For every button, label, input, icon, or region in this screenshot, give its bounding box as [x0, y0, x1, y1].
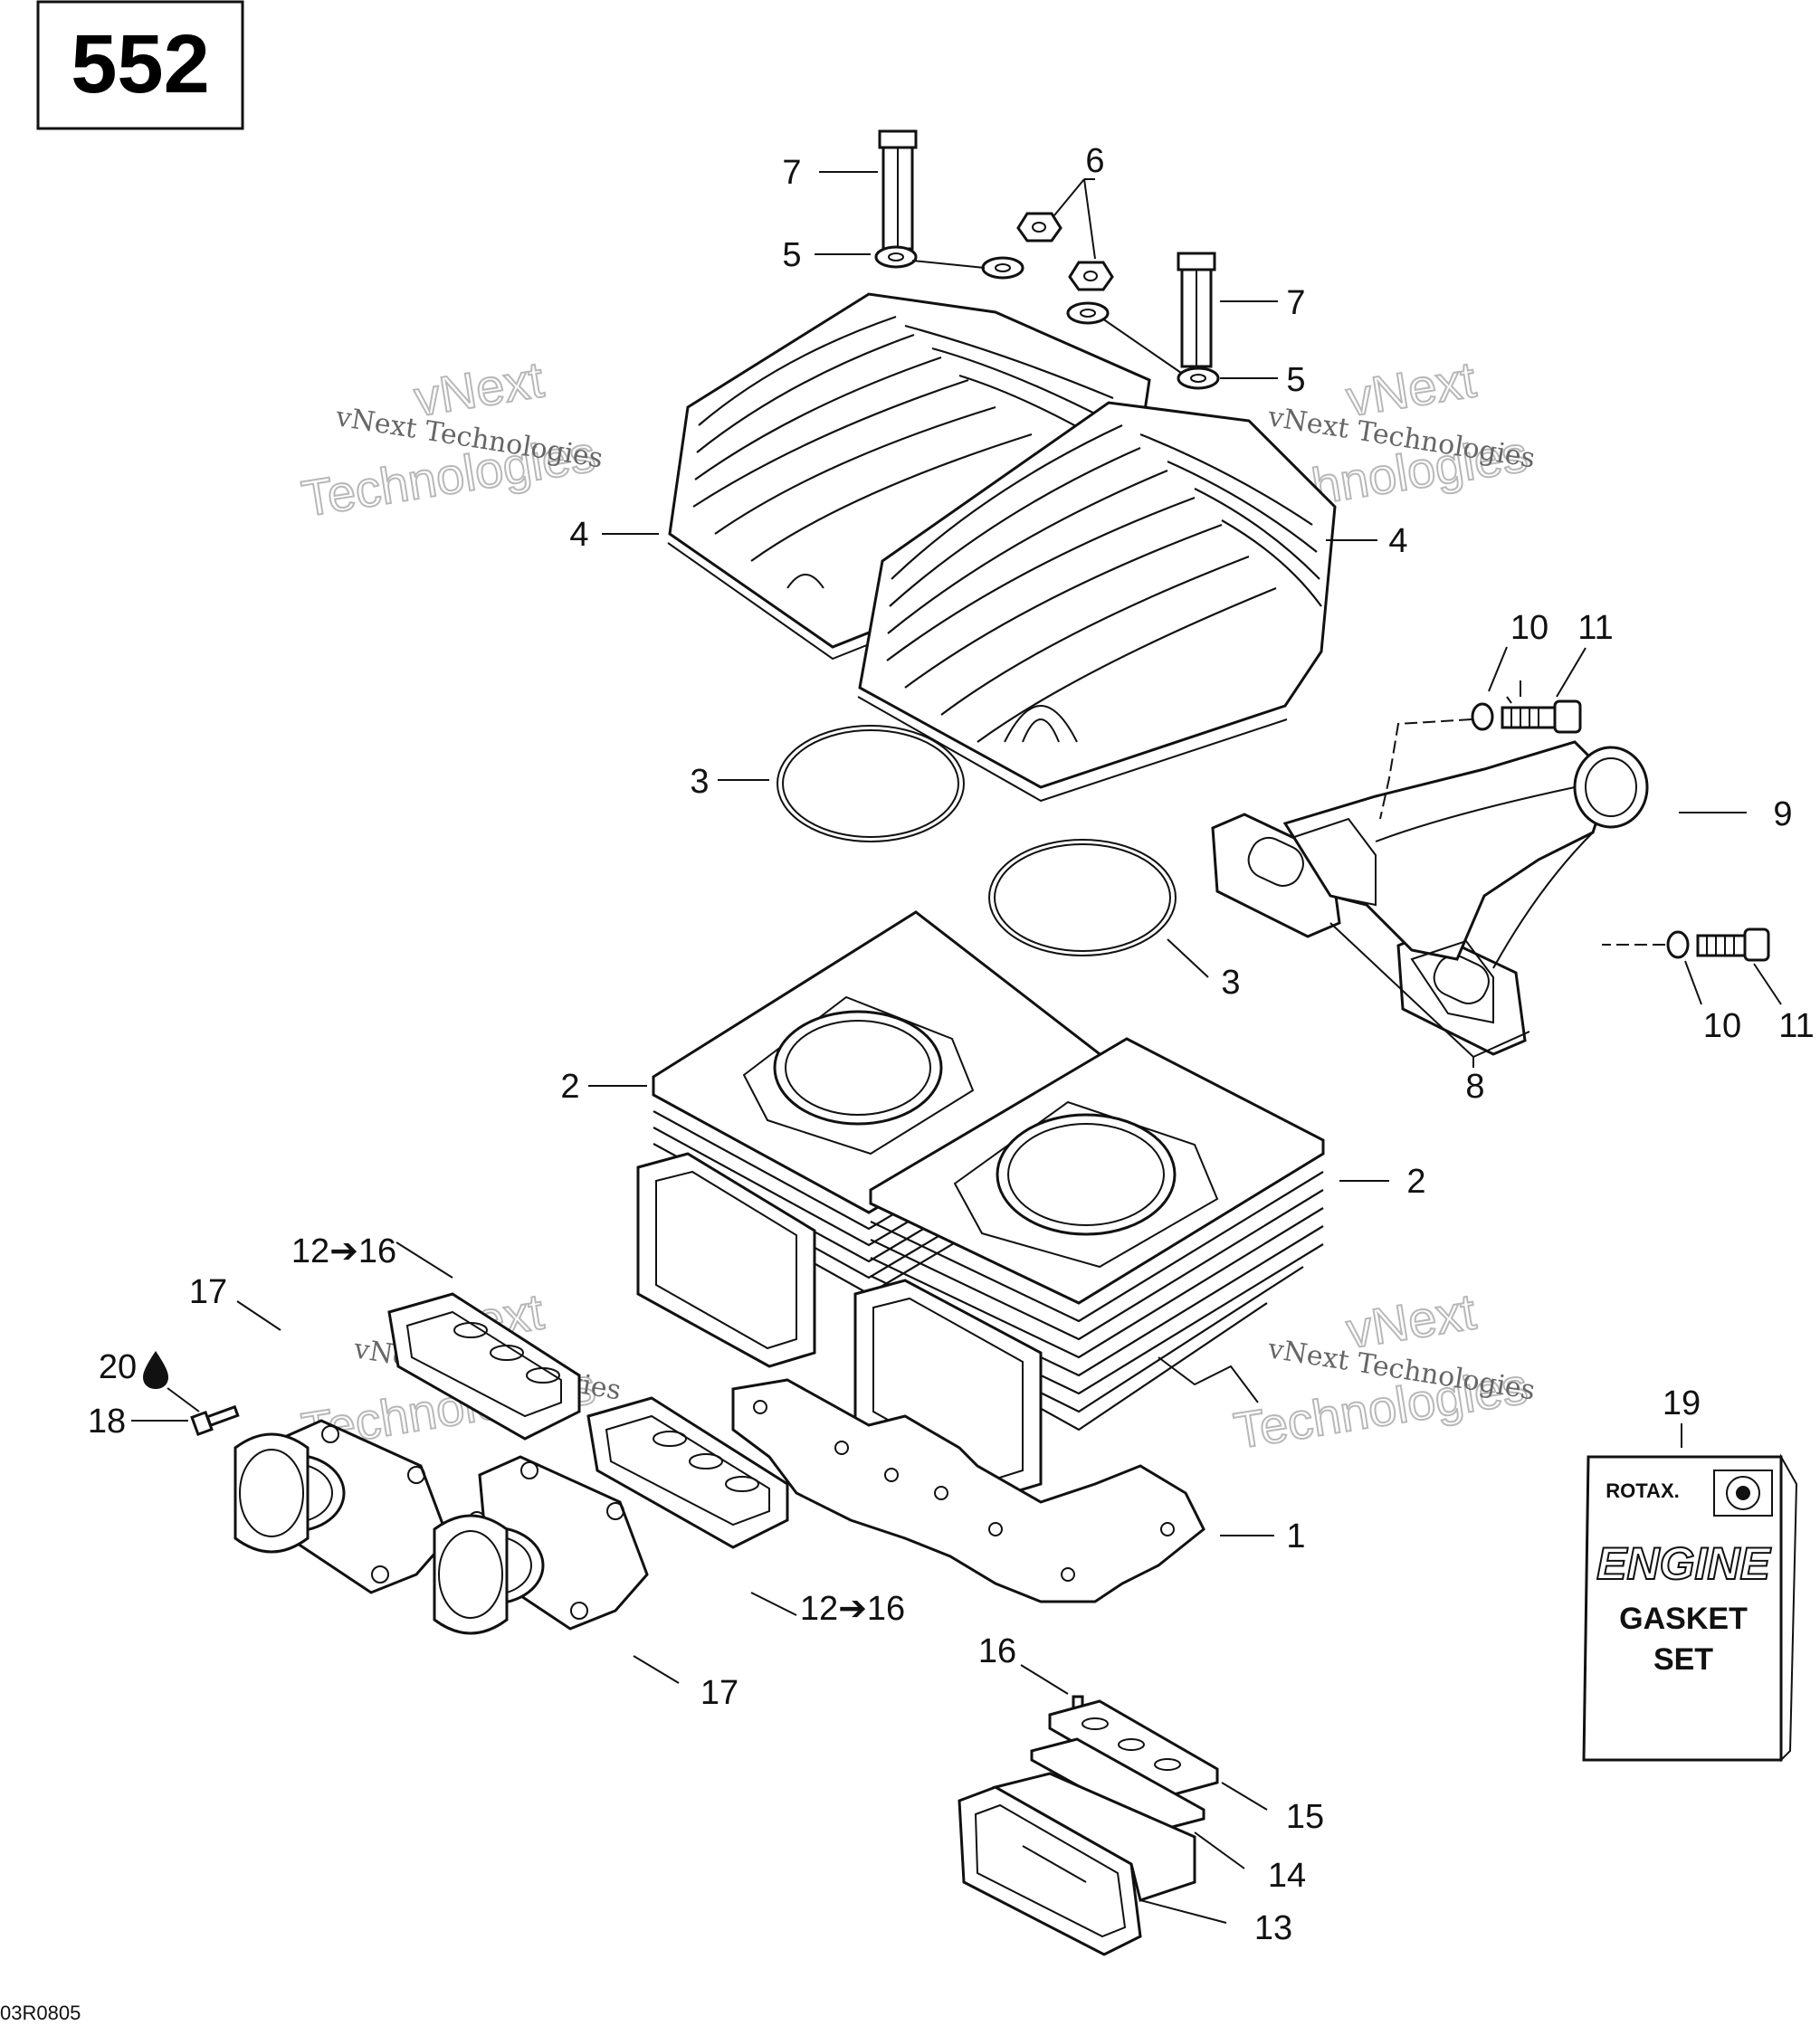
washer-5d: [1177, 366, 1220, 390]
cylinder-rear: [652, 910, 1118, 1296]
callout-14: 14: [1268, 1857, 1306, 1895]
nut-6a: [1016, 212, 1062, 243]
o-ring-lower: [988, 839, 1177, 956]
callout-16: 16: [978, 1632, 1016, 1670]
callout-20-group: 20: [99, 1348, 168, 1389]
rotary-valve-housing-upper: [233, 1419, 450, 1594]
callout-10-bottom: 10: [1703, 1007, 1741, 1045]
callout-1: 1: [1286, 1517, 1305, 1555]
base-gasket: [731, 1378, 1205, 1603]
gasket-set-line1: ENGINE: [1596, 1538, 1771, 1589]
washer-5a: [874, 245, 918, 269]
callout-12-16-lower: 12➔16: [800, 1590, 905, 1628]
callout-9: 9: [1773, 795, 1792, 833]
gasket-set-line3: SET: [1653, 1642, 1713, 1677]
nut-6b: [1068, 261, 1114, 291]
callout-11-bottom: 11: [1778, 1007, 1814, 1045]
callout-3-upper: 3: [690, 763, 709, 801]
callout-17-upper: 17: [189, 1273, 227, 1311]
callout-6: 6: [1085, 142, 1104, 180]
reed-cage-13: [958, 1772, 1196, 1956]
callout-3-lower: 3: [1221, 964, 1240, 1002]
callout-11-top: 11: [1577, 609, 1613, 647]
stud-left: [878, 129, 918, 251]
callout-13: 13: [1254, 1909, 1292, 1947]
stud-right: [1177, 252, 1216, 368]
callout-2-right: 2: [1406, 1163, 1425, 1201]
figure-code: 03R0805: [0, 2002, 81, 2024]
o-ring-upper: [777, 725, 965, 842]
washers-and-nuts: [874, 212, 1220, 390]
page-number-box: 552: [36, 0, 244, 130]
callout-7-right: 7: [1286, 284, 1305, 322]
rotary-valve-housing-lower: [433, 1455, 649, 1635]
callout-4-right: 4: [1388, 522, 1407, 560]
reed-stop-plate-15: [1048, 1699, 1219, 1798]
callout-19: 19: [1663, 1384, 1701, 1422]
gasket-set-brand: ROTAX.: [1606, 1479, 1679, 1502]
callout-10-top: 10: [1510, 609, 1548, 647]
screw-18: [190, 1404, 240, 1437]
callout-8: 8: [1465, 1068, 1484, 1106]
callout-4-left: 4: [569, 516, 588, 554]
callout-5-right: 5: [1286, 361, 1305, 399]
page-number: 552: [71, 18, 210, 110]
leader-lines: [131, 171, 1782, 1924]
callout-15: 15: [1286, 1798, 1324, 1836]
exhaust-manifold: [1282, 740, 1649, 1024]
reed-block-lower: [586, 1396, 789, 1549]
gasket-set-line2: GASKET: [1619, 1602, 1748, 1636]
gasket-set-package: ROTAX. ENGINE GASKET SET: [1582, 1453, 1798, 1763]
callout-5-left: 5: [782, 236, 801, 274]
reed-petal-14: [1030, 1737, 1205, 1832]
callout-2-left: 2: [560, 1068, 579, 1106]
reed-block-upper: [387, 1292, 581, 1441]
callout-17-lower: 17: [700, 1674, 738, 1712]
oil-drop-icon: [143, 1351, 168, 1389]
screw-upper: [1471, 699, 1582, 734]
cylinder-head-front: [857, 401, 1337, 803]
screw-lower: [1666, 927, 1770, 962]
callout-20: 20: [99, 1348, 137, 1386]
washer-5b: [981, 256, 1024, 280]
callouts: 7 6 5 7 5 4 4 10 11 3 9 3 10 11 8 2 2 12…: [88, 142, 1815, 1947]
washer-5c: [1066, 301, 1110, 325]
callout-12-16-upper: 12➔16: [291, 1232, 396, 1270]
rotax-logo-icon: [1713, 1470, 1773, 1517]
callout-18: 18: [88, 1403, 126, 1441]
callout-7-top: 7: [782, 154, 801, 192]
cylinder-front: [869, 1037, 1325, 1432]
